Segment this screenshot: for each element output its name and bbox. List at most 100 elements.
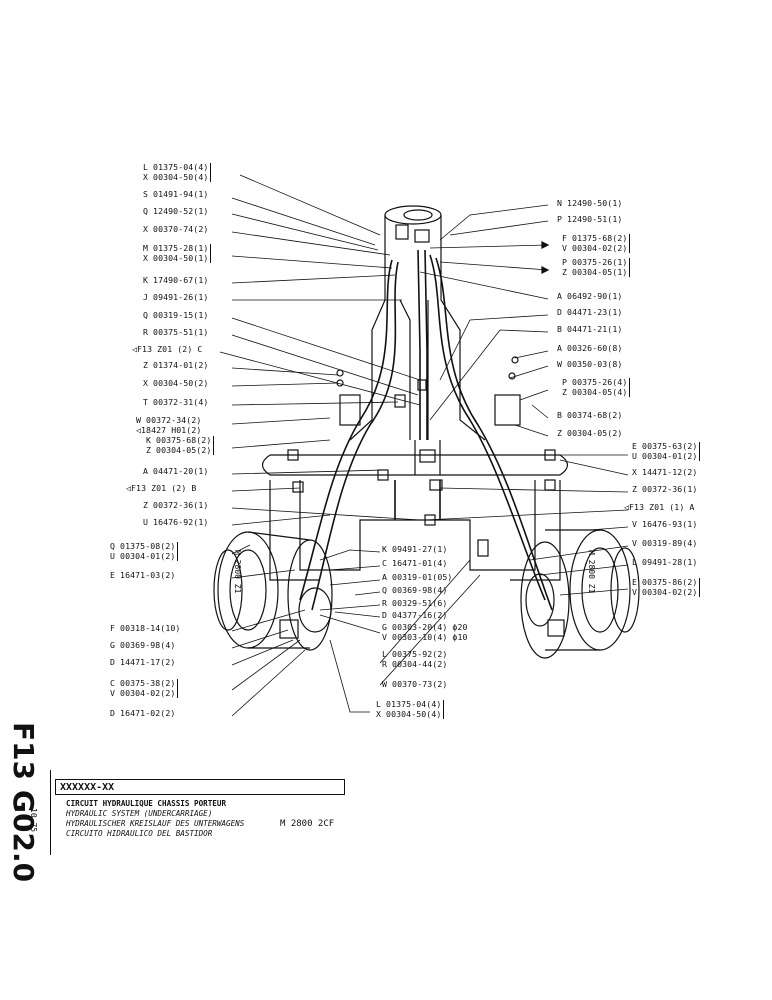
part-number: R 00329-51(6) (382, 598, 448, 608)
part-label-r7: B 04471-21(1) (557, 324, 622, 335)
part-number: R 00304-44(2) (382, 658, 448, 669)
part-label-r8: A 00326-60(8) (557, 343, 622, 354)
leader-lines-left (219, 174, 421, 717)
part-number: ◁18427 H01(2) (136, 424, 202, 435)
part-number: G 00369-98(4) (110, 640, 176, 650)
part-label-l19: U 16476-92(1) (143, 517, 209, 528)
part-number: V 00303-10(4) ϕ10 (382, 631, 468, 642)
part-label-r15: Z 00372-36(1) (632, 484, 698, 495)
part-number: P 00375-26(1) (562, 257, 628, 267)
title-en: HYDRAULIC SYSTEM (UNDERCARRIAGE) (66, 809, 213, 818)
section-code: F13 (7, 722, 40, 781)
part-number: X 00304-50(1) (143, 252, 209, 263)
part-label-r12: Z 00304-05(2) (557, 428, 622, 439)
part-number: V 00304-02(2) (110, 687, 176, 698)
part-label-r3: F 01375-68(2)V 00304-02(2) (562, 233, 631, 253)
part-label-r11: B 00374-68(2) (557, 410, 622, 421)
part-number: ◁F13 Z01 (2) C (132, 344, 203, 354)
part-number: P 00375-26(4) (562, 377, 628, 387)
part-label-r2: P 12490-51(1) (557, 214, 623, 225)
part-label-l22: F 00318-14(10) (110, 623, 180, 634)
part-number: V 00319-89(4) (632, 538, 698, 548)
part-number: P 12490-51(1) (557, 214, 623, 224)
part-number: K 00375-68(2) (146, 435, 212, 445)
part-label-c9: W 00370-73(2) (382, 679, 448, 690)
part-number: D 16471-02(2) (110, 708, 176, 718)
part-label-l24: D 14471-17(2) (110, 657, 176, 668)
part-label-r20: E 00375-86(2)V 00304-02(2) (632, 577, 701, 597)
title-de: HYDRAULISCHER KREISLAUF DES UNTERWAGENS (66, 819, 245, 828)
part-number: D 14471-17(2) (110, 657, 176, 667)
right-wheel-label: M 2800 Z1 (587, 550, 596, 594)
part-label-c3: A 00319-01(05) (382, 572, 453, 583)
chassis-mast (349, 205, 486, 441)
part-number: F 01375-68(2) (562, 233, 628, 243)
part-number: V 00304-02(2) (562, 242, 628, 253)
part-label-l9: R 00375-51(1) (143, 327, 209, 338)
part-number: N 12490-50(1) (557, 198, 623, 208)
part-number: R 00375-51(1) (143, 327, 209, 337)
part-number: X 00370-74(2) (143, 224, 209, 234)
part-label-l12: X 00304-50(2) (143, 378, 209, 389)
leader-lines-right (419, 204, 629, 596)
part-label-l1: L 01375-04(4)X 00304-50(4) (143, 162, 212, 182)
part-label-l21: E 16471-03(2) (110, 570, 175, 581)
part-number: Q 00369-98(4) (382, 585, 448, 595)
part-number: G 00303-20(4) ϕ20 (382, 622, 468, 632)
part-label-l8: Q 00319-15(1) (143, 310, 209, 321)
part-number: V 00304-02(2) (632, 586, 698, 597)
part-number: X 00304-50(4) (376, 708, 442, 719)
part-number: U 00304-01(2) (110, 550, 176, 561)
part-number: T 00372-31(4) (143, 397, 209, 407)
part-number: W 00370-73(2) (382, 679, 448, 689)
part-number: V 16476-93(1) (632, 519, 698, 529)
part-label-l18: Z 00372-36(1) (143, 500, 209, 511)
part-label-r4: P 00375-26(1)Z 00304-05(1) (562, 257, 631, 277)
part-label-r10: P 00375-26(4)Z 00304-05(4) (562, 377, 631, 397)
part-number: X 00304-50(4) (143, 171, 209, 182)
part-label-r1: N 12490-50(1) (557, 198, 623, 209)
part-label-r5: A 06492-90(1) (557, 291, 622, 302)
part-label-c6: D 04377-16(2) (382, 610, 447, 621)
undercarriage-frame (261, 394, 569, 581)
part-label-l16: A 04471-20(1) (143, 466, 209, 477)
part-number: L 01375-04(4) (376, 699, 442, 709)
part-number: W 00350-03(8) (557, 359, 623, 369)
part-number: C 00375-38(2) (110, 678, 176, 688)
part-label-l20: Q 01375-08(2)U 00304-01(2) (110, 541, 179, 561)
part-number: L 00375-92(2) (382, 649, 448, 659)
part-label-l13: T 00372-31(4) (143, 397, 209, 408)
part-label-l11: Z 01374-01(2) (143, 360, 209, 371)
part-number: Z 00304-05(1) (562, 266, 628, 277)
part-number: Z 00372-36(1) (632, 484, 698, 494)
part-label-r17: V 16476-93(1) (632, 519, 698, 530)
hydraulic-hoses (299, 249, 553, 611)
part-number: Z 00372-36(1) (143, 500, 209, 510)
title-fr: CIRCUIT HYDRAULIQUE CHASSIS PORTEUR (66, 799, 227, 808)
part-label-l2: S 01491-94(1) (143, 189, 208, 200)
part-number: J 09491-26(1) (143, 292, 209, 302)
part-label-c8: L 00375-92(2)R 00304-44(2) (382, 649, 448, 669)
fittings (287, 356, 556, 557)
part-label-l7: J 09491-26(1) (143, 292, 209, 303)
part-number: Q 00319-15(1) (143, 310, 209, 320)
part-label-l10: ◁F13 Z01 (2) C (132, 344, 203, 355)
part-number: U 00304-01(2) (632, 450, 698, 461)
part-number: A 04471-20(1) (143, 466, 209, 476)
part-number: X 00304-50(2) (143, 378, 209, 388)
part-label-l15: K 00375-68(2)Z 00304-05(2) (146, 435, 215, 455)
part-label-r19: L 09491-28(1) (632, 557, 697, 568)
part-label-l4: X 00370-74(2) (143, 224, 209, 235)
part-number: ◁F13 Z01 (2) B (126, 483, 197, 493)
part-label-c1: K 09491-27(1) (382, 544, 447, 555)
part-number: A 00319-01(05) (382, 572, 453, 582)
part-label-c2: C 16471-01(4) (382, 558, 448, 569)
part-label-l17: ◁F13 Z01 (2) B (126, 483, 197, 494)
title-es: CIRCUITO HIDRAULICO DEL BASTIDOR (66, 829, 213, 838)
part-number: Z 01374-01(2) (143, 360, 209, 370)
part-label-c5: R 00329-51(6) (382, 598, 448, 609)
part-number: C 16471-01(4) (382, 558, 448, 568)
sheet-date: 10-75 (29, 808, 38, 833)
part-label-c4: Q 00369-98(4) (382, 585, 448, 596)
part-number: U 16476-92(1) (143, 517, 209, 527)
